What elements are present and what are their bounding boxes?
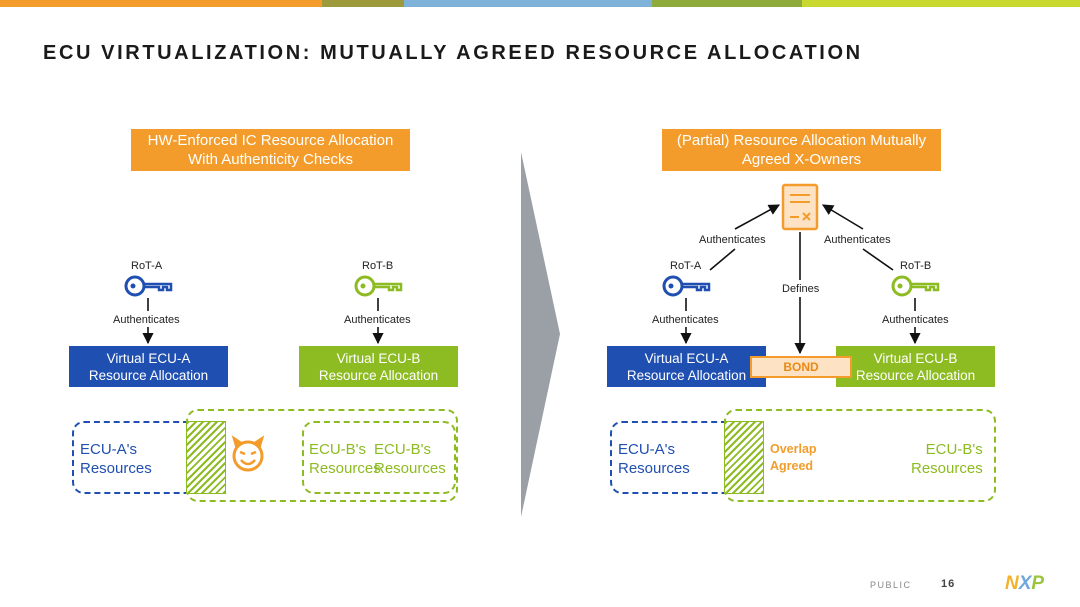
virtual-ecu-a-box: Virtual ECU-A Resource Allocation <box>607 346 766 387</box>
virtual-ecu-b-box: Virtual ECU-B Resource Allocation <box>299 346 458 387</box>
left-header-box: HW-Enforced IC Resource Allocation With … <box>131 129 410 171</box>
ecu-b-resources-label: ECU-B's Resources <box>374 441 446 477</box>
top-bar-segment <box>802 0 1080 7</box>
contract-document-icon <box>781 183 819 231</box>
authenticates-label: Authenticates <box>882 314 949 326</box>
divider-chevron <box>521 152 560 517</box>
key-icon-rot-a <box>662 275 711 297</box>
rot-a-label: RoT-A <box>670 260 702 272</box>
slide-title: ECU VIRTUALIZATION: MUTUALLY AGREED RESO… <box>43 42 863 64</box>
top-bar-segment <box>322 0 404 7</box>
virtual-ecu-a-box: Virtual ECU-A Resource Allocation <box>69 346 228 387</box>
devil-face-icon <box>231 435 265 472</box>
authenticates-label: Authenticates <box>344 314 411 326</box>
top-bar-segment <box>0 0 322 7</box>
key-icon-rot-b <box>891 275 940 297</box>
rot-b-label: RoT-B <box>900 260 932 272</box>
virtual-ecu-b-box: Virtual ECU-B Resource Allocation <box>836 346 995 387</box>
overlap-hatch <box>724 421 764 494</box>
right-header-box: (Partial) Resource Allocation Mutually A… <box>662 129 941 171</box>
key-icon-rot-a <box>124 275 173 297</box>
ecu-a-resources-label: ECU-A's Resources <box>618 441 690 477</box>
ecu-a-resources-label: ECU-A's Resources <box>80 441 152 477</box>
nxp-logo: NXP <box>1005 573 1044 592</box>
ecu-b-inner-region <box>302 421 456 494</box>
page-number: 16 <box>941 578 956 590</box>
svg-text:NXP: NXP <box>1005 573 1044 592</box>
overlap-agreed-label: Overlap Agreed <box>770 442 817 473</box>
bond-box: BOND <box>750 356 852 378</box>
classification-label: PUBLIC <box>870 580 912 590</box>
top-bar-segment <box>404 0 652 7</box>
authenticates-label: Authenticates <box>824 234 891 246</box>
overlap-hatch <box>186 421 226 494</box>
authenticates-label: Authenticates <box>652 314 719 326</box>
rot-a-label: RoT-A <box>131 260 163 272</box>
key-icon-rot-b <box>354 275 403 297</box>
authenticates-label: Authenticates <box>699 234 766 246</box>
ecu-b-resources-label: ECU-B's Resources <box>911 441 983 477</box>
defines-label: Defines <box>782 283 820 295</box>
ecu-b-resources-label: ECU-B's Resources <box>309 441 381 477</box>
rot-b-label: RoT-B <box>362 260 394 272</box>
authenticates-label: Authenticates <box>113 314 180 326</box>
top-color-bar <box>0 0 1080 7</box>
top-bar-segment <box>652 0 802 7</box>
